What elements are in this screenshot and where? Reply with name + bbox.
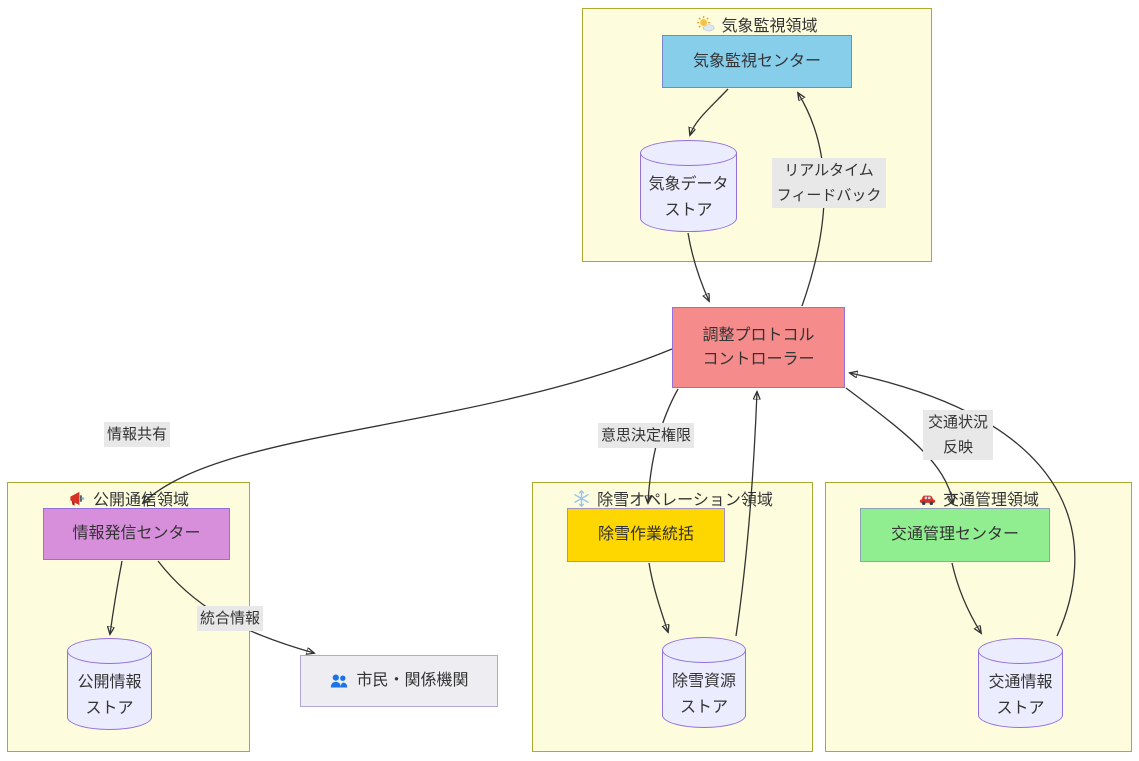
domain-snow-title: 除雪オペレーション領域 [533,486,812,510]
domain-weather-title: 気象監視領域 [583,12,931,36]
node-citizens-related-organizations: 市民・関係機関 [300,655,498,707]
edge-label-integrated-information: 統合情報 [197,606,264,631]
node-coordination-protocol-controller: 調整プロトコル コントローラー [672,307,845,388]
sun-behind-cloud-icon [697,15,716,31]
node-traffic-information-store: 交通情報 ストア [978,638,1063,728]
node-weather-center-label: 気象監視センター [692,52,821,70]
domain-public-title: 公開通信領域 [8,486,249,510]
edge-label-realtime-feedback: リアルタイム フィードバック [772,158,886,208]
domain-traffic-label: 交通管理領域 [942,492,1039,509]
snowflake-icon [574,489,589,507]
cylinder-body [640,153,737,232]
node-citizens-inner: 市民・関係機関 [329,669,469,693]
node-traffic-management-center: 交通管理センター [860,508,1050,562]
car-icon [919,495,936,505]
domain-traffic-title: 交通管理領域 [826,486,1131,510]
node-weather-data-store: 気象データ ストア [640,140,737,232]
node-controller-label: 調整プロトコル コントローラー [702,326,815,368]
node-snow-store-label: 除雪資源 ストア [671,673,736,716]
node-public-information-store: 公開情報 ストア [67,638,152,730]
cylinder-top [640,140,737,166]
people-icon [331,674,348,688]
edge-label-decision-authority: 意思決定権限 [598,423,695,448]
node-traffic-center-label: 交通管理センター [890,526,1019,543]
node-traffic-store-label: 交通情報 ストア [988,674,1053,717]
edge-label-information-sharing: 情報共有 [104,422,171,447]
cylinder-body [662,650,746,728]
node-info-center-label: 情報発信センター [72,525,201,542]
node-snow-work-command: 除雪作業統括 [567,508,725,562]
node-citizens-label: 市民・関係機関 [356,672,469,689]
cylinder-top [662,637,746,663]
domain-public-label: 公開通信領域 [92,492,189,509]
cylinder-body [67,651,152,730]
cylinder-top [67,638,152,664]
cylinder-top [978,638,1063,664]
node-public-store-label: 公開情報 ストア [77,674,142,717]
domain-weather-label: 気象監視領域 [721,18,818,35]
megaphone-icon [70,491,85,506]
edge-controller-to-info-center [143,348,673,503]
node-weather-monitoring-center: 気象監視センター [662,35,852,88]
node-snow-resource-store: 除雪資源 ストア [662,637,746,728]
domain-snow-label: 除雪オペレーション領域 [597,492,773,509]
node-snow-command-label: 除雪作業統括 [597,526,694,543]
edge-label-traffic-status-reflection: 交通状況 反映 [923,410,993,460]
node-weather-store-label: 気象データ ストア [648,176,729,219]
node-information-dissemination-center: 情報発信センター [43,508,230,560]
